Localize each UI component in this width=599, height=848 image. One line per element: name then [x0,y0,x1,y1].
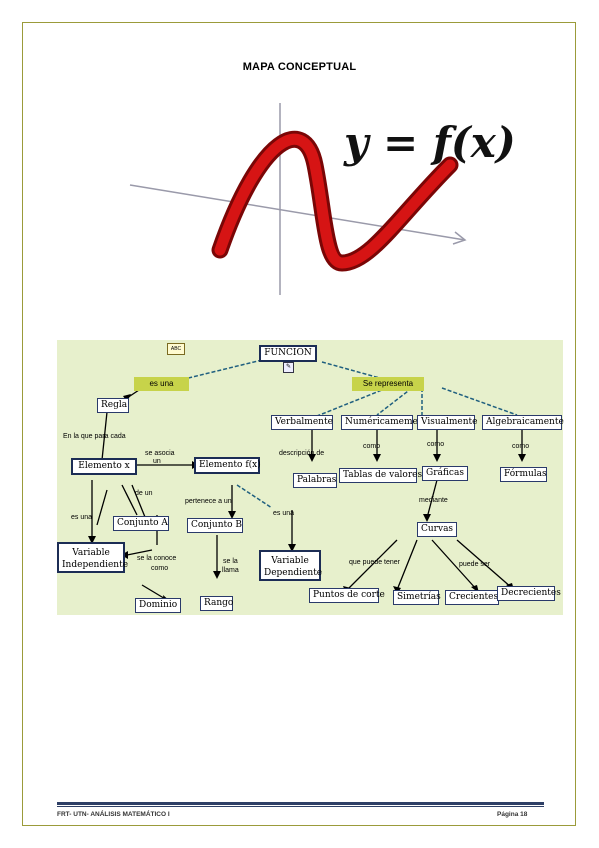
footer-page-number: Página 18 [497,811,528,818]
node-funcion: FUNCION [259,345,317,362]
label-es-una-left: es una [71,514,93,521]
node-conjunto-a: Conjunto A [113,516,169,531]
label-como-2: como [427,441,445,448]
node-palabras: Palabras [293,473,337,488]
node-simetrias: Simetrías [393,590,441,605]
node-verbalmente: Verbalmente [271,415,333,430]
x-axis [129,184,466,241]
node-formulas: Fórmulas [500,467,547,482]
node-numericamente: Numéricameme [341,415,418,430]
label-se-la-llama-2: llama [222,567,239,574]
page-border [22,22,576,826]
node-curvas: Curvas [417,522,457,537]
node-graficas: Gráficas [422,466,468,481]
label-se-la-llama-1: se la [223,558,238,565]
label-se-la-conoce-1: se la conoce [137,555,177,562]
node-puntos-corte: Puntos de corte [309,588,385,603]
label-pertenece: pertenece a un [185,498,232,505]
label-se-la-conoce-2: como [151,565,169,572]
node-elemento-fx: Elemento f(x) [194,457,261,474]
node-visualmente: Visualmente [417,415,477,430]
label-es-una-right: es una [273,510,295,517]
concept-map: ABC FUNCION ✎ es una Se representa Regla… [57,340,564,615]
label-descripcion: descripción de [279,450,325,457]
node-dominio: Dominio [135,598,181,613]
node-variable-independiente: Variable Independiente [57,542,129,573]
node-conjunto-b: Conjunto B [187,518,243,533]
tag-icon: ABC [167,343,185,355]
formula-text: y = f(x) [344,118,516,167]
footer-rule-thin [57,806,544,807]
map-icon: ✎ [283,362,294,373]
footer-rule-thick [57,802,544,805]
node-regla: Regla [97,398,129,413]
variable-indep-line-1: Variable [72,548,110,558]
label-se-asocia: se asocia [145,450,175,457]
variable-dep-line-1: Variable [271,556,309,566]
label-en-la-que: En la que para cada [63,433,126,440]
label-que-puede: que puede tener [349,559,400,566]
node-elemento-x: Elemento x [71,458,137,475]
variable-dep-line-2: Dependiente [264,568,323,578]
node-rango: Rango [200,596,233,611]
red-curve-highlight [214,133,456,269]
page-title: MAPA CONCEPTUAL [242,61,357,73]
label-un: un [153,458,161,465]
function-graph-illustration [129,103,467,295]
label-de-un: de un [135,490,153,497]
node-decrecientes: Decrecientes [497,586,561,601]
label-puede-ser: puede ser [459,561,491,568]
x-axis-arrow [452,231,467,245]
node-tablas: Tablas de valores [339,468,422,483]
label-mediante: mediante [419,497,448,504]
label-como-1: como [363,443,381,450]
variable-indep-line-2: Independiente [62,560,129,570]
footer-course: FRT- UTN- ANÁLISIS MATEMÁTICO I [57,811,170,818]
branch-es-una: es una [134,377,189,391]
node-algebraicamente: Algebraicamente [482,415,564,430]
label-como-3: como [512,443,530,450]
branch-se-representa: Se representa [352,377,424,391]
node-variable-dependiente: Variable Dependiente [259,550,323,581]
node-crecientes: Crecientes [445,590,499,605]
